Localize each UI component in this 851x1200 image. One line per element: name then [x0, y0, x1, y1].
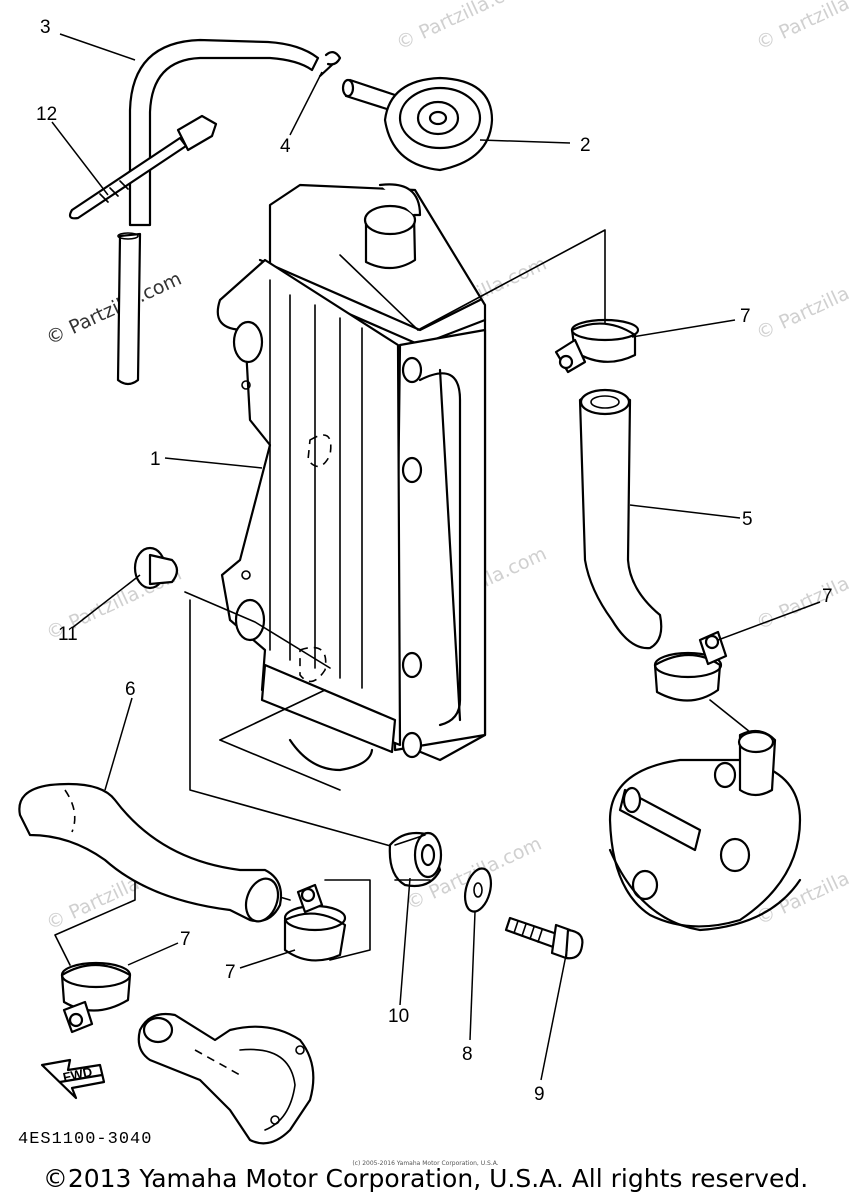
callout-numbers: 1 2 3 4 5 6 7 7 7 7 8 9 10 11 12	[36, 17, 833, 1105]
radiator-cap	[341, 76, 494, 172]
watermark: © Partzilla.com	[43, 268, 185, 350]
callout-10: 10	[388, 1006, 409, 1027]
callout-3: 3	[40, 17, 51, 38]
fwd-arrow: FWD	[40, 1058, 106, 1100]
callout-7-right: 7	[822, 586, 833, 607]
assembly-lines	[54, 229, 761, 966]
watermark: © Partzilla.com	[753, 0, 851, 55]
watermark: © Partzilla.com	[753, 263, 851, 345]
small-notice: (c) 2005-2016 Yamaha Motor Corporation, …	[352, 1160, 499, 1167]
callout-9: 9	[534, 1084, 545, 1105]
callout-4: 4	[280, 136, 291, 157]
callout-12: 12	[36, 104, 57, 125]
callout-1: 1	[150, 449, 161, 470]
copyright-notice: ©2013 Yamaha Motor Corporation, U.S.A. A…	[42, 1164, 809, 1193]
water-pump-cover	[137, 1012, 315, 1145]
hose-clamp	[60, 961, 132, 1034]
callout-7-mid: 7	[225, 962, 236, 983]
callout-5: 5	[742, 509, 753, 530]
grommet	[133, 546, 179, 590]
callout-6: 6	[125, 679, 136, 700]
upper-hose	[578, 388, 663, 650]
callout-8: 8	[462, 1044, 473, 1065]
callout-2: 2	[580, 135, 591, 156]
cylinder-head	[608, 729, 802, 932]
radiator	[216, 183, 487, 772]
hose-clamp	[283, 883, 347, 962]
bolt	[504, 916, 584, 960]
hose-clip	[318, 51, 342, 78]
breather-hose	[116, 38, 320, 386]
watermark: © Partzilla.com	[393, 0, 535, 55]
washer	[463, 867, 493, 913]
leader-lines	[51, 33, 821, 1081]
hose-clamp	[653, 630, 728, 702]
callout-7-upper: 7	[740, 306, 751, 327]
cable-tie	[68, 114, 218, 220]
damper	[388, 831, 443, 888]
lower-hose	[18, 782, 283, 923]
hose-clamp	[554, 318, 640, 374]
callout-7-lower-left: 7	[180, 929, 191, 950]
diagram-code: 4ES1100-3040	[18, 1130, 153, 1149]
fwd-label: FWD	[62, 1064, 94, 1085]
callout-11: 11	[58, 624, 78, 645]
